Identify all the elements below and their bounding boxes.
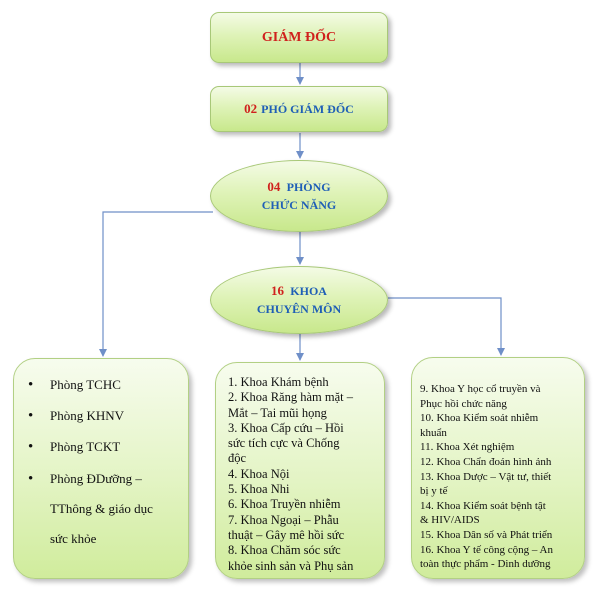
functional-offices-node: 04 PHÒNG CHỨC NĂNG xyxy=(210,160,388,232)
specialty-label-1: KHOA xyxy=(290,284,327,298)
department-line: 9. Khoa Y học cổ truyền và xyxy=(420,383,541,395)
functional-label-2: CHỨC NĂNG xyxy=(261,198,337,212)
department-line: 3. Khoa Cấp cứu – Hồi xyxy=(228,420,344,435)
deputy-label: PHÓ GIÁM ĐỐC xyxy=(261,101,354,116)
department-line: 5. Khoa Nhi xyxy=(228,482,290,497)
department-line: sức tích cực và Chống xyxy=(228,436,340,451)
deputy-director-node: 02 PHÓ GIÁM ĐỐC xyxy=(210,86,388,132)
department-line: toàn thực phẩm - Dinh dưỡng xyxy=(420,558,551,571)
departments-left-box: 1. Khoa Khám bệnh 2. Khoa Răng hàm mặt –… xyxy=(215,362,385,579)
department-line: Phục hồi chức năng xyxy=(420,397,507,410)
department-line: 7. Khoa Ngoại – Phẫu xyxy=(228,512,339,527)
offices-box: Phòng TCHC Phòng KHNV Phòng TCKT Phòng Đ… xyxy=(13,358,189,579)
arrow-functional-to-offices xyxy=(99,211,213,357)
director-title: GIÁM ĐỐC xyxy=(261,29,337,45)
department-line: 1. Khoa Khám bệnh xyxy=(228,375,329,389)
department-line: 8. Khoa Chăm sóc sức xyxy=(228,543,341,558)
functional-count: 04 xyxy=(267,179,281,194)
department-line: 15. Khoa Dân số và Phát triển xyxy=(420,528,553,541)
offices-list: Phòng TCHC Phòng KHNV Phòng TCKT Phòng Đ… xyxy=(20,377,182,554)
department-line: khỏe sinh sản và Phụ sản xyxy=(228,558,354,573)
department-line: bị y tế xyxy=(420,485,448,498)
department-line: Mắt – Tai mũi họng xyxy=(228,405,327,420)
department-line: 11. Khoa Xét nghiệm xyxy=(420,441,515,454)
department-line: 10. Khoa Kiểm soát nhiễm xyxy=(420,412,539,425)
specialty-count: 16 xyxy=(271,283,285,298)
department-line: & HIV/AIDS xyxy=(420,514,480,527)
department-line: 12. Khoa Chẩn đoán hình ảnh xyxy=(420,455,552,468)
specialty-label-2: CHUYÊN MÔN xyxy=(256,302,342,316)
department-line: 2. Khoa Răng hàm mặt – xyxy=(228,390,353,405)
office-item: Phòng ĐDưỡng – TThông & giáo dục sức khỏ… xyxy=(20,464,182,554)
department-line: 13. Khoa Dược – Vật tư, thiết xyxy=(420,470,552,483)
department-line: 14. Khoa Kiểm soát bệnh tật xyxy=(420,499,546,512)
department-line: khuẩn xyxy=(420,426,447,439)
departments-right-box: 9. Khoa Y học cổ truyền và Phục hồi chức… xyxy=(411,357,585,579)
deputy-count: 02 xyxy=(244,101,258,116)
department-line: độc xyxy=(228,451,247,466)
department-line: 4. Khoa Nội xyxy=(228,466,290,481)
office-item: Phòng TCHC xyxy=(20,377,182,394)
department-line: 16. Khoa Y tế công cộng – An xyxy=(420,543,553,556)
arrow-specialty-to-right-departments xyxy=(388,297,505,356)
department-line: thuật – Gây mê hồi sức xyxy=(228,527,345,542)
director-node: GIÁM ĐỐC xyxy=(210,12,388,63)
functional-label-1: PHÒNG xyxy=(286,180,331,194)
department-line: 6. Khoa Truyền nhiễm xyxy=(228,497,341,512)
specialty-departments-node: 16 KHOA CHUYÊN MÔN xyxy=(210,266,388,334)
office-item: Phòng KHNV xyxy=(20,408,182,425)
office-item: Phòng TCKT xyxy=(20,439,182,456)
